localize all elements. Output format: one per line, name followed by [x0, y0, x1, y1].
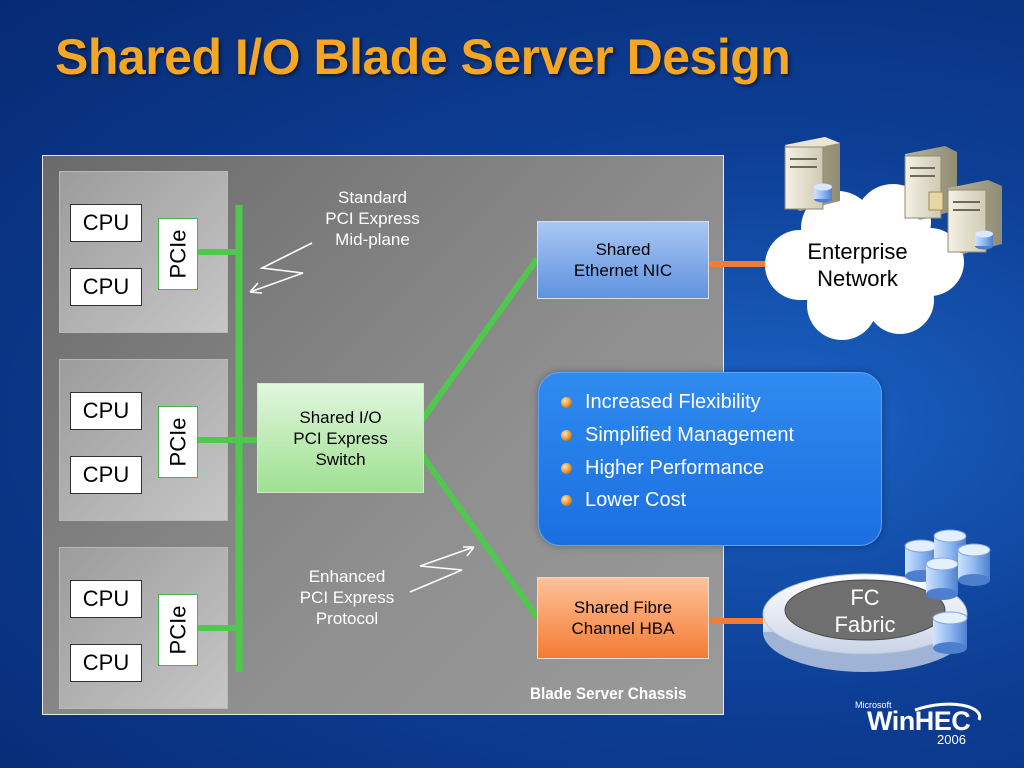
switch-hba-link	[419, 453, 540, 619]
bullet-icon	[561, 494, 572, 506]
benefit-item: Increased Flexibility	[561, 389, 761, 415]
cpu-box: CPU	[70, 392, 142, 430]
bullet-icon	[561, 462, 572, 474]
benefit-label: Higher Performance	[585, 456, 764, 479]
shared-fibre-channel-hba: Shared Fibre Channel HBA	[537, 577, 709, 659]
cpu-box: CPU	[70, 268, 142, 306]
fc-fabric-disk-icon	[762, 573, 968, 672]
winhec-logo: Microsoft WinHEC 2006	[855, 700, 1005, 750]
hba-label-line: Shared Fibre	[573, 598, 673, 617]
protocol-note-line: Protocol	[315, 609, 379, 628]
benefit-item: Simplified Management	[561, 422, 794, 448]
fc-fabric-label: FC Fabric	[820, 584, 910, 638]
midplane-note-line: PCI Express	[325, 209, 420, 228]
network-label-line: Network	[817, 266, 898, 291]
protocol-arrow	[409, 546, 475, 593]
nic-label-line: Shared	[595, 240, 651, 259]
server-icon	[784, 137, 840, 211]
fc-label-line: FC	[850, 585, 880, 610]
shared-io-switch: Shared I/O PCI Express Switch	[257, 383, 424, 493]
bullet-icon	[561, 429, 572, 441]
logo-brand-text: WinHEC	[867, 706, 971, 736]
cpu-box: CPU	[70, 580, 142, 618]
server-icon	[904, 146, 957, 220]
logo-year-text: 2006	[937, 732, 966, 747]
protocol-note-line: PCI Express	[299, 588, 395, 607]
benefit-item: Lower Cost	[561, 487, 686, 513]
nic-label-line: Ethernet NIC	[573, 261, 673, 280]
midplane-note-line: Standard	[338, 188, 407, 207]
pcie-box: PCIe	[158, 594, 198, 666]
cpu-box: CPU	[70, 204, 142, 242]
network-label-line: Enterprise	[807, 239, 908, 264]
chassis-label: Blade Server Chassis	[530, 684, 687, 703]
benefit-item: Higher Performance	[561, 455, 764, 481]
cpu-box: CPU	[70, 644, 142, 682]
server-icon	[947, 180, 1002, 254]
slide-title: Shared I/O Blade Server Design	[55, 29, 791, 85]
storage-cylinder-icon	[957, 543, 991, 586]
benefits-callout: Increased Flexibility Simplified Managem…	[538, 372, 882, 546]
bullet-icon	[561, 396, 572, 408]
switch-label-line: PCI Express	[293, 428, 388, 448]
protocol-note: Enhanced PCI Express Protocol	[272, 566, 422, 629]
logo-swoosh-icon	[914, 702, 982, 721]
pcie-box: PCIe	[158, 218, 198, 290]
benefit-label: Increased Flexibility	[585, 390, 761, 413]
protocol-arrowhead	[463, 546, 475, 557]
logo-microsoft-text: Microsoft	[855, 700, 892, 710]
midplane-arrowhead	[249, 282, 263, 294]
midplane-note: Standard PCI Express Mid-plane	[300, 187, 445, 250]
storage-cylinder-icon	[932, 611, 968, 654]
storage-cylinder-icon	[925, 557, 959, 600]
benefit-label: Simplified Management	[585, 423, 794, 446]
switch-nic-link	[419, 257, 540, 422]
cpu-box: CPU	[70, 456, 142, 494]
hba-label-line: Channel HBA	[571, 619, 675, 638]
shared-ethernet-nic: Shared Ethernet NIC	[537, 221, 709, 299]
midplane-arrow	[249, 242, 313, 293]
switch-label-line: Shared I/O	[299, 407, 382, 427]
pcie-box: PCIe	[158, 406, 198, 478]
midplane-note-line: Mid-plane	[335, 230, 410, 249]
benefit-label: Lower Cost	[585, 488, 687, 511]
switch-label-line: Switch	[315, 449, 366, 469]
enterprise-network-label: Enterprise Network	[790, 238, 925, 292]
protocol-note-line: Enhanced	[308, 567, 386, 586]
fc-label-line: Fabric	[834, 612, 896, 637]
